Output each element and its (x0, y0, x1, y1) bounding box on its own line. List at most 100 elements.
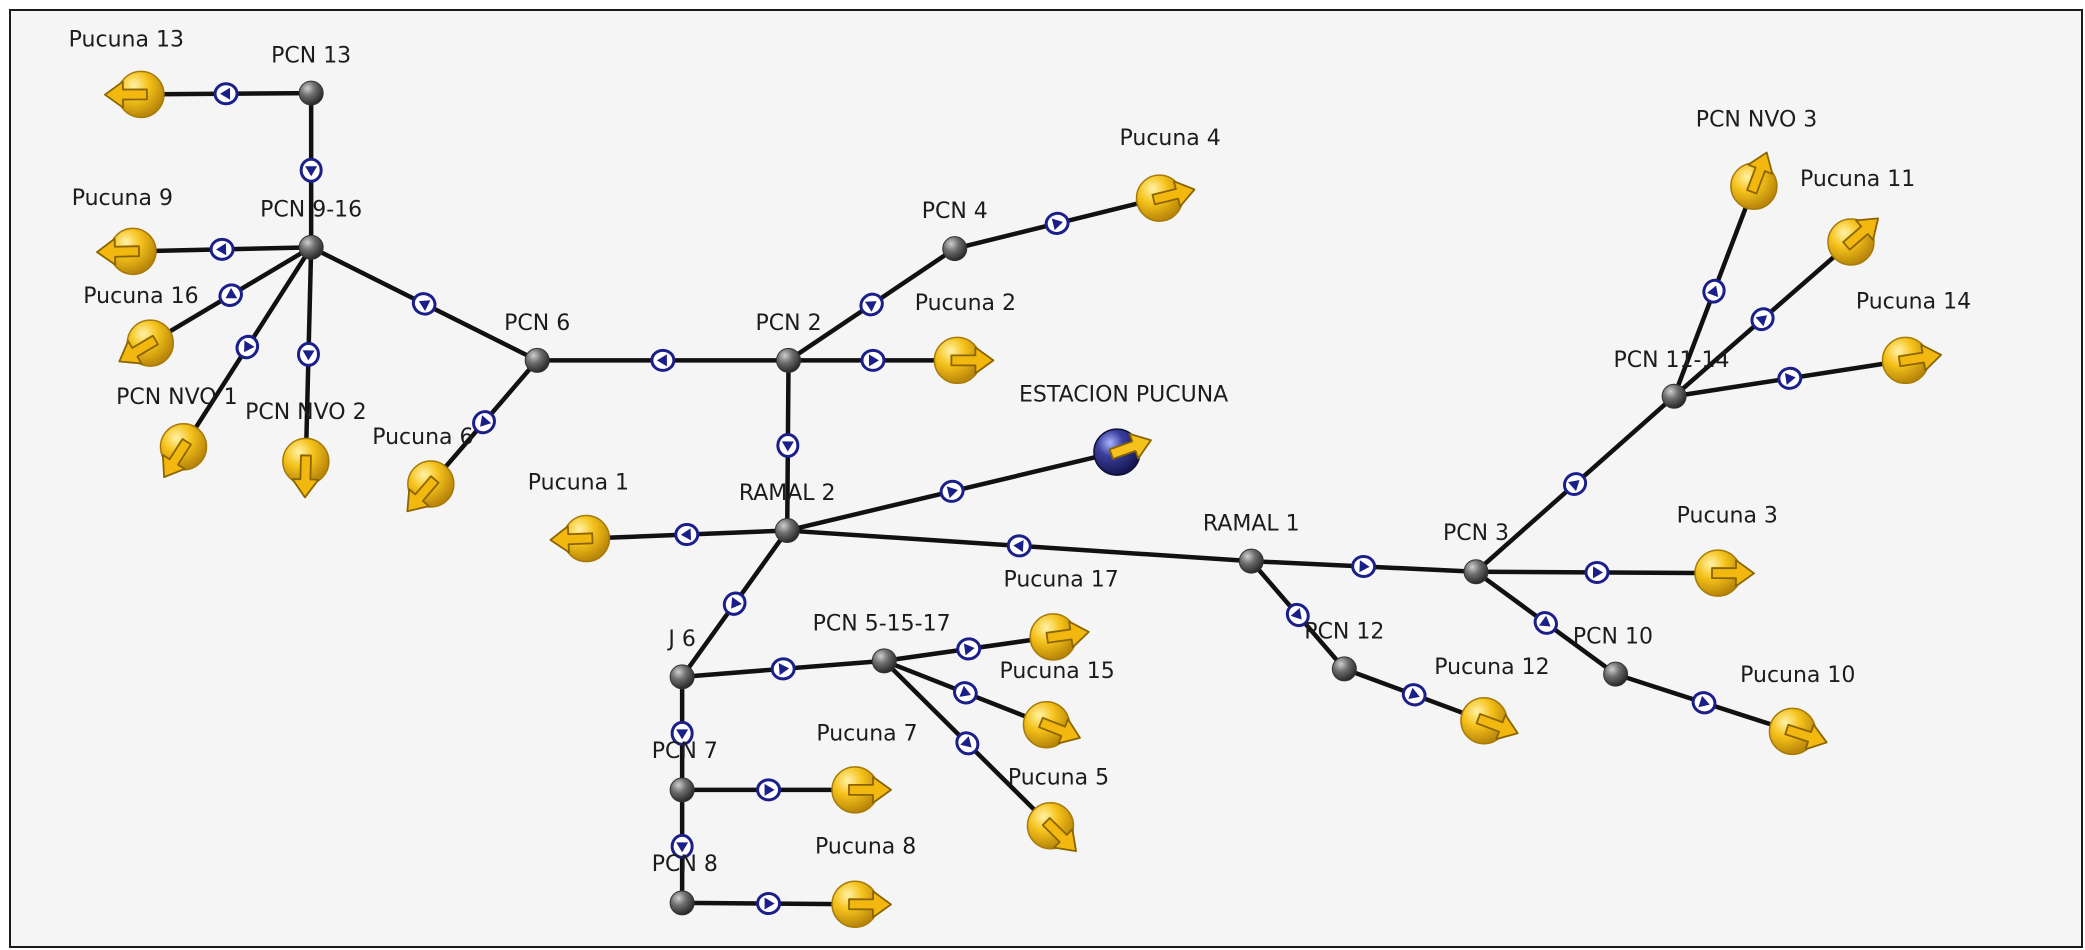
junction-node-pcn4[interactable] (942, 236, 968, 262)
flow-direction-marker (955, 731, 980, 756)
junction-label-pcn10: PCN 10 (1573, 625, 1653, 650)
well-label-pucuna16: Pucuna 16 (83, 284, 198, 309)
junction-node-ramal1[interactable] (1238, 548, 1264, 574)
well-node-icon[interactable] (1026, 802, 1085, 861)
well-label-pucuna14: Pucuna 14 (1856, 289, 1971, 314)
well-label-pcnnvo1: PCN NVO 1 (116, 385, 238, 410)
well-label-pucuna15: Pucuna 15 (999, 659, 1114, 684)
flow-direction-marker (1702, 278, 1726, 304)
well-node-icon[interactable] (1022, 700, 1084, 750)
well-node-icon[interactable] (1460, 696, 1522, 746)
junction-label-pcn13: PCN 13 (271, 43, 351, 68)
well-node-icon[interactable] (153, 423, 208, 484)
well-node-icon[interactable] (1827, 209, 1887, 266)
well-label-pucuna11: Pucuna 11 (1800, 167, 1915, 192)
well-label-pcnnvo3: PCN NVO 3 (1696, 107, 1818, 132)
station-node-icon[interactable] (1093, 428, 1155, 476)
well-node-icon[interactable] (831, 880, 892, 928)
well-label-pucuna12: Pucuna 12 (1434, 655, 1549, 680)
well-node-icon[interactable] (549, 514, 611, 563)
flow-direction-marker (860, 348, 886, 372)
well-label-pucuna3: Pucuna 3 (1677, 504, 1778, 529)
junction-label-j6: J 6 (666, 627, 695, 652)
flow-direction-marker (296, 341, 320, 367)
junction-node-pcn12[interactable] (1331, 656, 1357, 682)
junction-label-pcn4: PCN 4 (922, 199, 988, 224)
junction-label-ramal1: RAMAL 1 (1203, 512, 1300, 537)
junction-label-pcn916: PCN 9-16 (260, 198, 362, 223)
well-node-icon[interactable] (96, 227, 157, 276)
well-node-icon[interactable] (104, 70, 165, 119)
well-node-icon[interactable] (397, 460, 455, 520)
well-node-icon[interactable] (113, 319, 175, 373)
flow-direction-marker (674, 523, 700, 547)
flow-direction-marker (770, 657, 796, 681)
flow-direction-marker (1351, 554, 1377, 578)
flow-direction-marker (1584, 560, 1610, 584)
well-node-icon[interactable] (1768, 707, 1830, 756)
diagram-canvas (9, 9, 2083, 948)
well-node-icon[interactable] (1029, 613, 1090, 661)
junction-node-pcn916[interactable] (298, 234, 324, 260)
flow-direction-marker (218, 283, 243, 307)
well-node-icon[interactable] (1730, 148, 1779, 210)
flow-direction-marker (1401, 683, 1427, 707)
junction-node-ramal2[interactable] (774, 518, 800, 544)
flow-direction-marker (472, 410, 496, 435)
well-label-pucuna2: Pucuna 2 (915, 291, 1016, 316)
flow-direction-marker (1006, 534, 1032, 558)
well-label-pcnnvo2: PCN NVO 2 (245, 400, 367, 425)
flow-direction-marker (1691, 691, 1717, 715)
flow-direction-marker (411, 292, 437, 316)
junction-node-pcn7[interactable] (669, 777, 695, 803)
flow-direction-marker (1777, 366, 1803, 390)
flow-direction-marker (650, 348, 676, 372)
flow-direction-marker (299, 157, 323, 183)
flow-direction-marker (213, 82, 239, 106)
flow-direction-marker (1562, 472, 1588, 496)
junction-label-pcn12: PCN 12 (1304, 619, 1384, 644)
junction-label-pcn7: PCN 7 (652, 739, 718, 764)
flow-direction-marker (670, 720, 694, 746)
station-label-estacion: ESTACION PUCUNA (1019, 383, 1228, 408)
junction-label-pcn2: PCN 2 (755, 311, 821, 336)
junction-node-pcn6[interactable] (524, 347, 550, 373)
junction-node-pcn1114[interactable] (1661, 383, 1687, 409)
junction-node-j6[interactable] (669, 664, 695, 690)
junction-node-pcn51517[interactable] (871, 648, 897, 674)
well-label-pucuna10: Pucuna 10 (1740, 663, 1855, 688)
flow-direction-marker (756, 892, 782, 916)
well-node-icon[interactable] (831, 766, 892, 814)
flow-direction-marker (670, 833, 694, 859)
flow-direction-marker (953, 681, 978, 705)
junction-node-pcn10[interactable] (1603, 661, 1629, 687)
junction-label-ramal2: RAMAL 2 (739, 481, 836, 506)
flow-direction-marker (1285, 602, 1310, 628)
well-node-icon[interactable] (1135, 174, 1198, 222)
well-node-icon[interactable] (933, 336, 995, 385)
well-node-icon[interactable] (1694, 549, 1755, 597)
flow-direction-marker (209, 237, 235, 261)
junction-node-pcn2[interactable] (776, 347, 802, 373)
junction-node-pcn8[interactable] (669, 890, 695, 916)
well-label-pucuna6: Pucuna 6 (372, 425, 473, 450)
junction-node-pcn13[interactable] (298, 80, 324, 106)
well-label-pucuna7: Pucuna 7 (816, 722, 917, 747)
well-label-pucuna17: Pucuna 17 (1003, 567, 1118, 592)
flow-direction-marker (235, 334, 260, 360)
flow-direction-marker (756, 778, 782, 802)
flow-direction-marker (859, 292, 884, 317)
junction-label-pcn51517: PCN 5-15-17 (813, 611, 951, 636)
flow-direction-marker (1044, 211, 1070, 235)
flow-direction-marker (776, 432, 800, 458)
well-node-icon[interactable] (1881, 336, 1943, 385)
flow-direction-marker (939, 479, 965, 503)
well-node-icon[interactable] (282, 437, 330, 499)
well-label-pucuna9: Pucuna 9 (72, 186, 173, 211)
junction-label-pcn6: PCN 6 (504, 311, 570, 336)
flow-direction-marker (956, 637, 982, 661)
flow-direction-marker (1533, 611, 1558, 635)
well-label-pucuna1: Pucuna 1 (528, 470, 629, 495)
junction-node-pcn3[interactable] (1463, 559, 1489, 585)
